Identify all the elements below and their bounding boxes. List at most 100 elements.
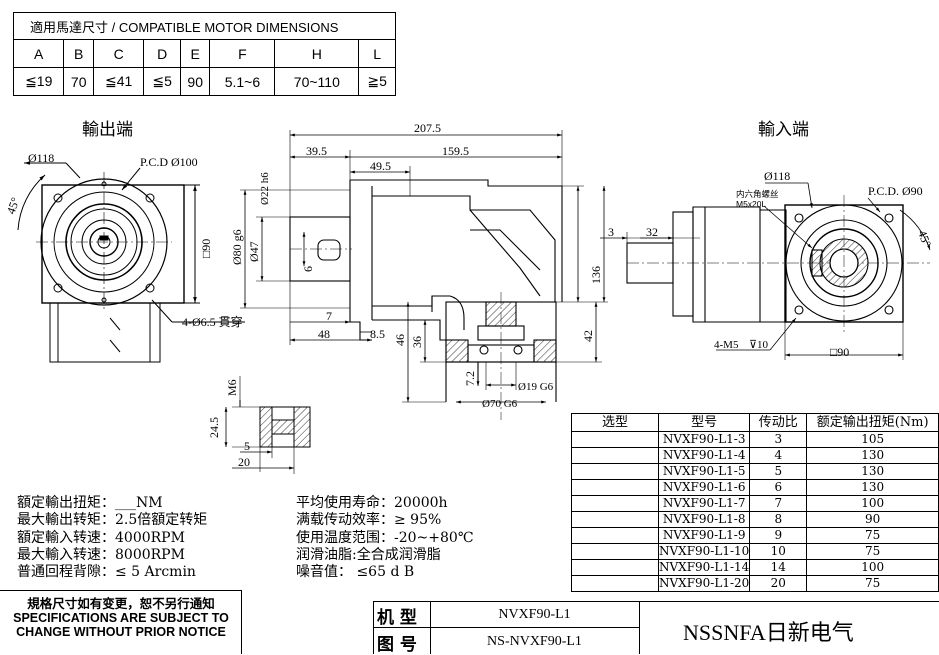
dim-48: 48	[318, 327, 330, 341]
sel-cell-ratio: 3	[749, 431, 808, 448]
spec-value: ___NM	[115, 495, 163, 511]
sel-cell-select	[571, 431, 659, 448]
sel-cell-torque: 100	[806, 559, 939, 576]
dim-total-length: 207.5	[414, 121, 441, 135]
key-detail	[224, 376, 311, 474]
output-end-title: 輸出端	[82, 120, 133, 139]
dim-in-3: 3	[608, 225, 614, 239]
spec-label: 額定輸出扭矩：	[17, 495, 115, 511]
dim-out-square: □90	[199, 239, 213, 258]
spec-label: 最大輸入转速：	[17, 546, 115, 563]
dim-36: 36	[410, 336, 424, 348]
dim-key-20: 20	[238, 455, 250, 469]
spec-line: 額定輸入转速：4000RPM	[17, 530, 207, 547]
drawing-value: NS-NVXF90-L1	[487, 634, 582, 649]
sel-header-ratio: 传动比	[749, 413, 808, 432]
sel-cell-select	[571, 543, 659, 560]
motor-dimensions-table: 適用馬達尺寸 / COMPATIBLE MOTOR DIMENSIONS A B…	[12, 12, 396, 96]
sel-cell-ratio: 5	[749, 463, 808, 480]
motor-value-l: ≧5	[358, 67, 396, 96]
spec-line: 普通回程背隙：≤ 5 Arcmin	[17, 564, 207, 581]
notice-line-1: 規格尺寸如有变更，恕不另行通知	[27, 597, 215, 611]
dim-out-angle: 45°	[4, 195, 23, 216]
sel-cell-model: NVXF90-L1-4	[657, 447, 751, 464]
output-end-view	[17, 161, 245, 363]
title-col-divider-2	[639, 601, 640, 654]
sel-cell-model: NVXF90-L1-3	[657, 431, 751, 448]
sel-cell-select	[571, 527, 659, 544]
dim-in-32: 32	[646, 225, 658, 239]
motor-value-d: ≦5	[143, 67, 181, 96]
sel-cell-ratio: 20	[749, 575, 808, 592]
company-name: NSSNFA日新电气	[683, 620, 854, 645]
spec-line: 最大輸出转矩：2.5倍額定转矩	[17, 512, 207, 529]
sel-cell-select	[571, 495, 659, 512]
spec-line: 額定輸出扭矩：___NM	[17, 495, 207, 512]
notice-frame	[0, 590, 242, 654]
notice-line-3: CHANGE WITHOUT PRIOR NOTICE	[16, 625, 226, 639]
sel-cell-torque: 75	[806, 575, 939, 592]
spec-value: -20~+80℃	[394, 529, 474, 546]
dim-shaft-22: Ø22 h6	[259, 172, 271, 205]
dim-in-angle: 45°	[915, 228, 934, 249]
motor-table-title: 適用馬達尺寸 / COMPATIBLE MOTOR DIMENSIONS	[13, 12, 396, 40]
dim-key-6: 6	[301, 266, 315, 272]
sel-cell-ratio: 4	[749, 447, 808, 464]
motor-value-h: 70~110	[274, 67, 360, 96]
sel-cell-ratio: 6	[749, 479, 808, 496]
spec-value: ≥ 95%	[394, 512, 442, 529]
sel-cell-model: NVXF90-L1-6	[657, 479, 751, 496]
spec-line: 最大輸入转速：8000RPM	[17, 547, 207, 564]
spec-label: 最大輸出转矩：	[17, 512, 115, 529]
sel-cell-torque: 100	[806, 495, 939, 512]
dim-bore-19: Ø19 G6	[518, 381, 554, 393]
sel-cell-select	[571, 479, 659, 496]
spec-value: ： ≤65 d B	[338, 564, 415, 581]
dim-47: Ø47	[247, 241, 261, 262]
dim-out-holes: 4-Ø6.5 貫穿	[182, 314, 243, 329]
dim-key-m6: M6	[225, 379, 239, 396]
sel-cell-torque: 75	[806, 543, 939, 560]
spec-label: 額定輸入转速：	[17, 529, 115, 546]
sel-cell-torque: 130	[806, 479, 939, 496]
motor-value-b: 70	[63, 67, 94, 96]
spec-label: 噪音值	[296, 564, 338, 581]
sel-cell-torque: 130	[806, 463, 939, 480]
title-block: 机 型 NVXF90-L1 图 号 NS-NVXF90-L1 NSSNFA日新电…	[373, 601, 939, 655]
depth-symbol: ⊽	[749, 339, 757, 351]
sel-cell-ratio: 10	[749, 543, 808, 560]
spec-line: 平均使用寿命：20000h	[296, 495, 473, 512]
spec-line: 润滑油脂:全合成润滑脂	[296, 547, 473, 564]
model-label: 机 型	[377, 608, 417, 628]
sel-header-model: 型号	[657, 413, 751, 432]
dim-7: 7	[326, 309, 332, 323]
dim-in-pcd: P.C.D. Ø90	[868, 184, 923, 198]
motor-value-a: ≦19	[12, 67, 65, 96]
change-notice: 規格尺寸如有变更，恕不另行通知 SPECIFICATIONS ARE SUBJE…	[8, 597, 234, 639]
sel-cell-model: NVXF90-L1-5	[657, 463, 751, 480]
sel-cell-model: NVXF90-L1-10	[657, 543, 751, 560]
dim-out-pcd: P.C.D Ø100	[140, 155, 198, 169]
spec-label: 使用温度范围：	[296, 529, 394, 546]
side-section-view	[240, 130, 608, 420]
sel-cell-select	[571, 463, 659, 480]
motor-header-e: E	[179, 39, 211, 68]
dim-out-dia: Ø118	[28, 151, 54, 165]
dim-in-m5-depth: 10	[757, 339, 769, 351]
sel-cell-model: NVXF90-L1-8	[657, 511, 751, 528]
spec-value: 20000h	[394, 495, 448, 511]
dim-46: 46	[393, 334, 407, 346]
dim-key-24: 24.5	[207, 417, 221, 438]
spec-label: 普通回程背隙：	[17, 564, 115, 581]
spec-label: 满载传动效率：	[296, 512, 394, 529]
spec-line: 使用温度范围：-20~+80℃	[296, 530, 473, 547]
dim-in-m5: 4-M5	[714, 339, 739, 351]
notice-line-2: SPECIFICATIONS ARE SUBJECT TO	[13, 611, 229, 625]
